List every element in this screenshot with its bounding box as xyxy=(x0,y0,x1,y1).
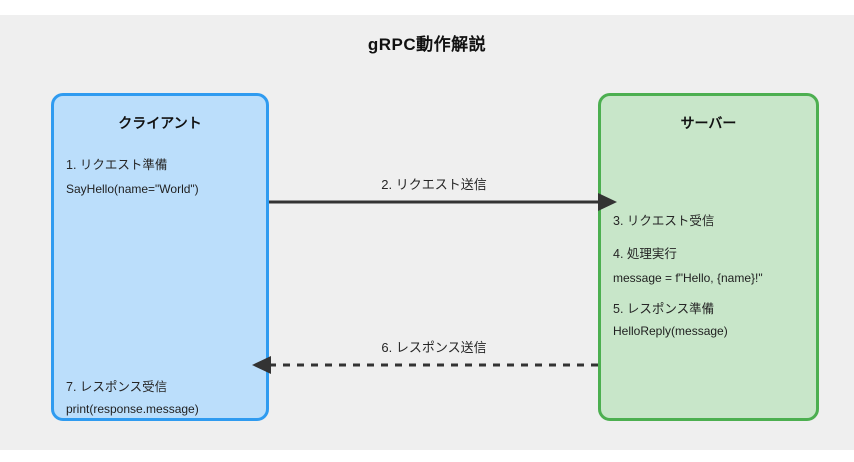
client-step-1-code: SayHello(name="World") xyxy=(66,182,199,196)
server-step-4-code: message = f"Hello, {name}!" xyxy=(613,271,763,285)
response-arrow-label: 6. レスポンス送信 xyxy=(381,340,487,355)
server-node: サーバー 3. リクエスト受信 4. 処理実行 message = f"Hell… xyxy=(598,93,819,421)
server-step-4-label: 4. 処理実行 xyxy=(613,247,677,261)
server-step-5-label: 5. レスポンス準備 xyxy=(613,302,715,316)
client-step-1-label: 1. リクエスト準備 xyxy=(66,158,168,172)
diagram-title: gRPC動作解説 xyxy=(367,35,487,54)
client-node-title: クライアント xyxy=(118,115,202,131)
client-step-7-code: print(response.message) xyxy=(66,402,199,416)
server-step-3-label: 3. リクエスト受信 xyxy=(613,214,715,228)
request-arrow-label: 2. リクエスト送信 xyxy=(381,177,487,192)
server-node-title: サーバー xyxy=(680,115,737,131)
server-step-5-code: HelloReply(message) xyxy=(613,324,728,338)
client-node: クライアント 1. リクエスト準備 SayHello(name="World")… xyxy=(51,93,269,421)
client-step-7-label: 7. レスポンス受信 xyxy=(66,380,168,394)
